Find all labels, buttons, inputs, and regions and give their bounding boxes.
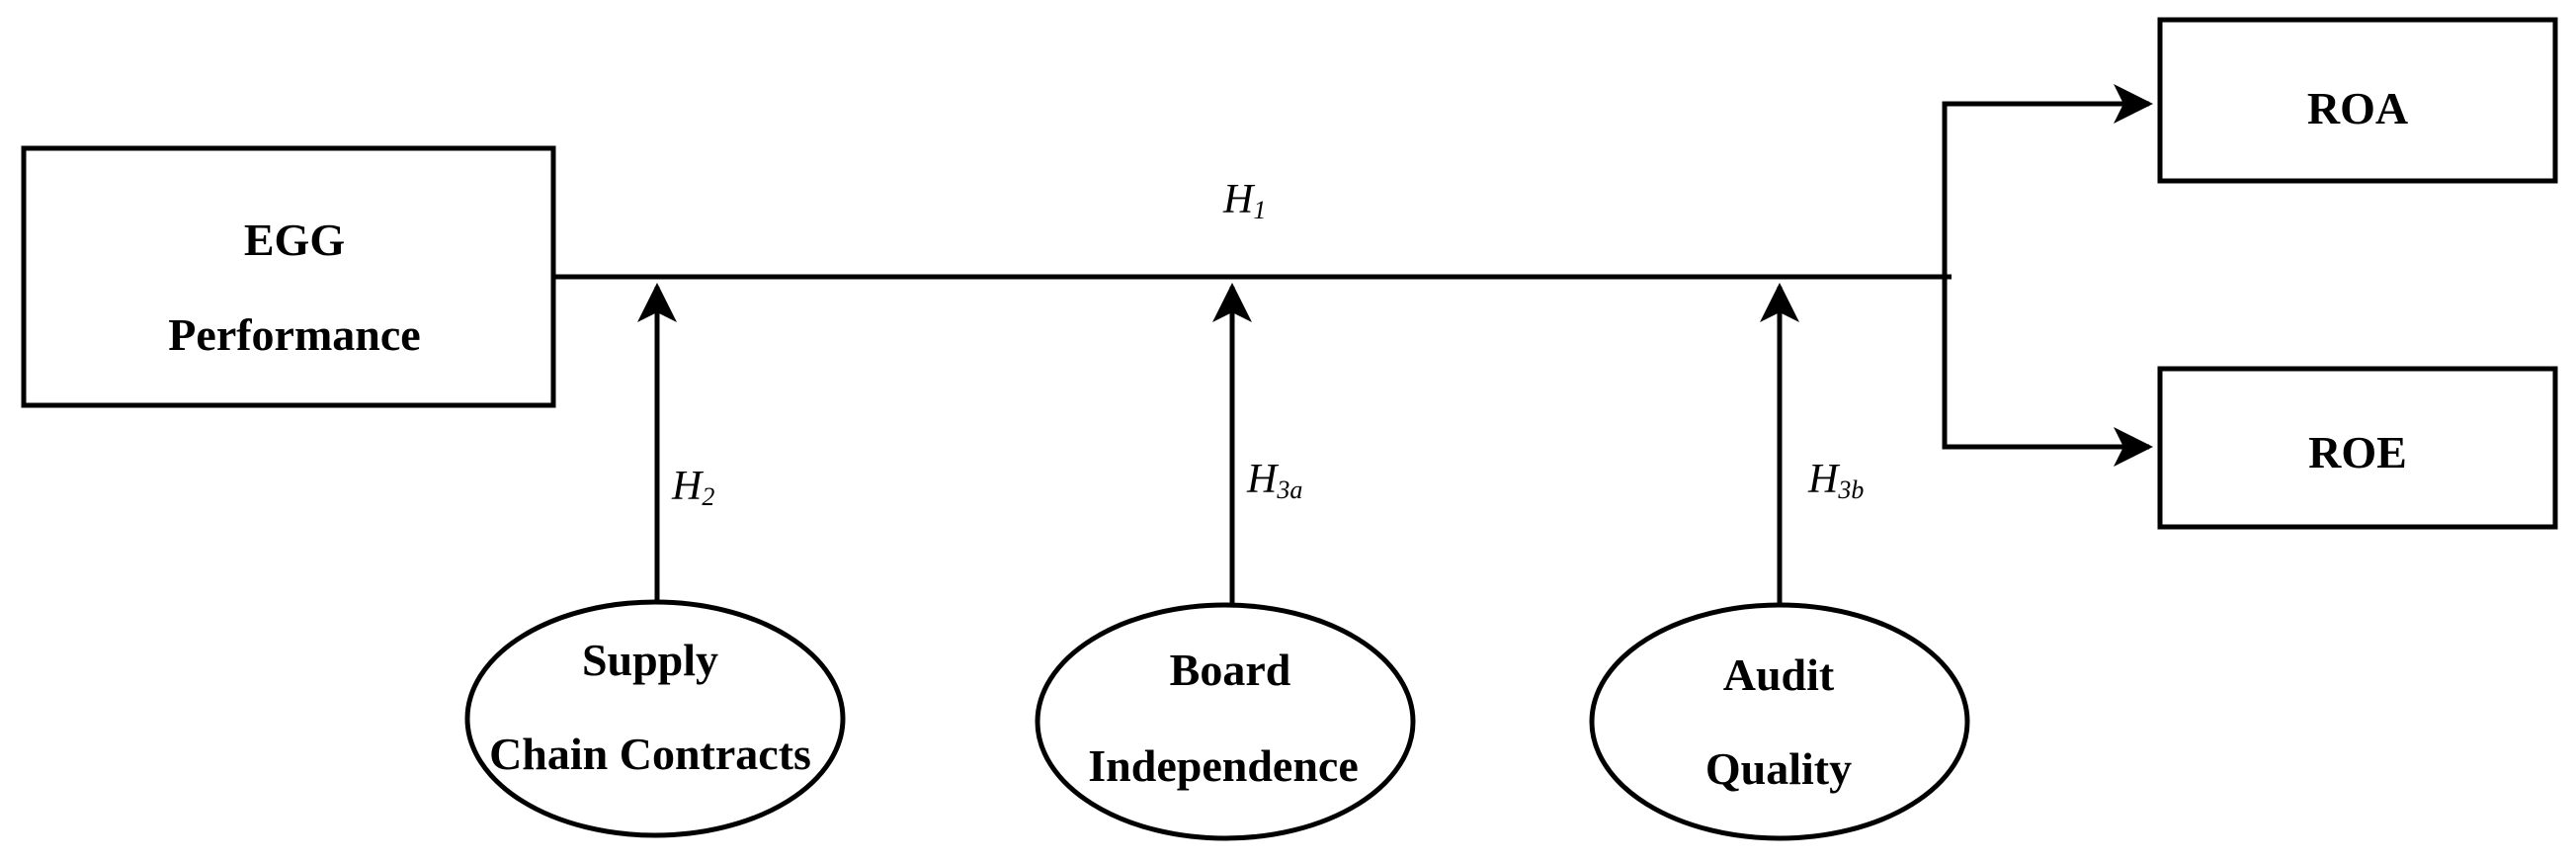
audit-quality-line1: Audit (1723, 649, 1835, 700)
arrow-to-roe (1942, 277, 2153, 467)
supply-chain-contracts-line1: Supply (582, 635, 718, 685)
supply-chain-contracts-node: Supply Chain Contracts (464, 599, 846, 838)
hypothesis-h2-label: H2 (671, 464, 714, 511)
egg-performance-line2: Performance (168, 309, 420, 360)
roa-label: ROA (2307, 83, 2408, 133)
hypothesis-h1-label: H1 (1222, 177, 1266, 224)
board-independence-line2: Independence (1088, 740, 1358, 791)
board-independence-line1: Board (1170, 645, 1291, 695)
roe-label: ROE (2308, 427, 2407, 477)
egg-performance-node: EGG Performance (21, 145, 556, 408)
board-independence-node: Board Independence (1035, 602, 1416, 841)
roe-node: ROE (2157, 366, 2558, 530)
hypothesis-h3b-label: H3b (1807, 457, 1864, 504)
supply-chain-contracts-line2: Chain Contracts (489, 729, 811, 779)
egg-performance-line1: EGG (244, 215, 345, 265)
hypothesis-h3a-label: H3a (1246, 457, 1302, 504)
audit-quality-line2: Quality (1705, 743, 1852, 794)
arrow-to-roa (1942, 84, 2153, 277)
roa-node: ROA (2157, 17, 2558, 184)
audit-quality-node: Audit Quality (1589, 602, 1970, 841)
